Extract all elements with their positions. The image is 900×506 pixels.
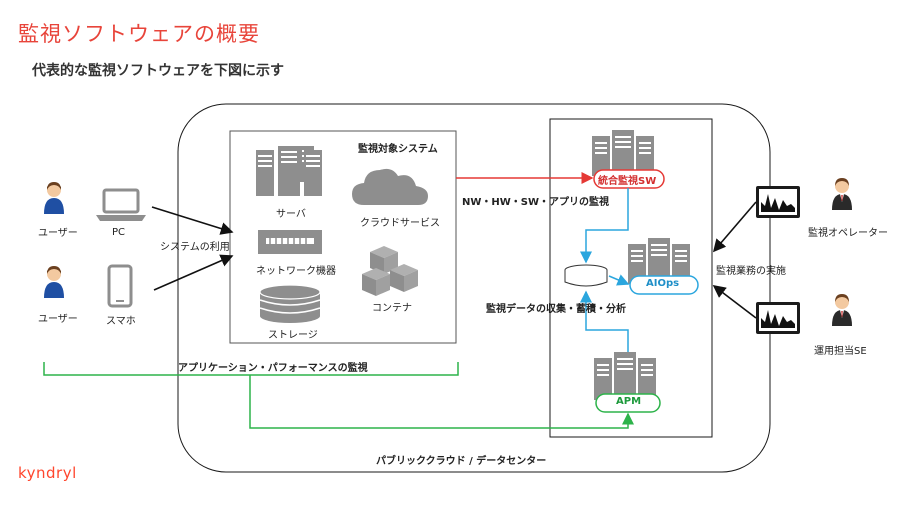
operator-to-aiops-arrow xyxy=(712,201,757,253)
container-label: コンテナ xyxy=(372,303,412,314)
user-icon-2 xyxy=(44,266,64,298)
storage-label: ストレージ xyxy=(268,330,318,341)
cloud-datacenter-label: パブリッククラウド / データセンター xyxy=(376,456,547,467)
access-label: システムの利用 xyxy=(160,242,230,253)
monitor-icon-se xyxy=(756,302,800,334)
aiops-label: AIOps xyxy=(646,278,680,289)
monitored-system-box xyxy=(229,130,457,344)
phone-label: スマホ xyxy=(106,316,136,327)
phone-to-system-arrow xyxy=(153,254,234,291)
aiops-server-icon xyxy=(628,238,690,284)
integrated-monitoring-badge xyxy=(593,169,665,189)
operator-label: 監視オペレーター xyxy=(808,228,888,239)
apm-badge xyxy=(595,393,661,413)
page-title: 監視ソフトウェアの概要 xyxy=(18,22,260,46)
user-icon-1 xyxy=(44,182,64,214)
database-icon xyxy=(564,264,608,287)
se-label: 運用担当SE xyxy=(814,346,867,357)
laptop-icon xyxy=(96,188,146,221)
storage-icon xyxy=(259,284,321,323)
se-icon xyxy=(832,294,852,326)
integrated-to-db-line xyxy=(580,188,629,264)
server-label: サーバ xyxy=(276,209,306,220)
aiops-badge xyxy=(629,275,699,295)
operations-label: 監視業務の実施 xyxy=(716,266,786,277)
cloud-service-label: クラウドサービス xyxy=(360,218,440,229)
apm-to-db-line xyxy=(580,290,629,352)
brand-logo: kyndryl xyxy=(18,464,77,482)
smartphone-icon xyxy=(107,264,133,308)
cloud-datacenter-area xyxy=(177,103,771,473)
pc-label: PC xyxy=(112,227,126,238)
apm-server-icon xyxy=(594,352,656,400)
user-label-2: ユーザー xyxy=(38,314,78,325)
server-icon xyxy=(256,146,322,196)
network-device-icon xyxy=(258,230,322,254)
container-icon xyxy=(362,246,418,296)
operator-icon xyxy=(832,178,852,210)
nw-monitoring-label: NW・HW・SW・アプリの監視 xyxy=(462,197,610,208)
user-label-1: ユーザー xyxy=(38,228,78,239)
apm-monitoring-label: アプリケーション・パフォーマンスの監視 xyxy=(178,363,368,374)
db-to-aiops-arrow xyxy=(608,274,630,286)
page-subtitle: 代表的な監視ソフトウェアを下図に示す xyxy=(32,63,284,79)
network-device-label: ネットワーク機器 xyxy=(256,266,336,277)
monitored-system-title: 監視対象システム xyxy=(358,144,438,155)
data-collection-label: 監視データの収集・蓄積・分析 xyxy=(486,304,626,315)
apm-bracket-line xyxy=(43,362,459,376)
se-to-aiops-arrow xyxy=(712,285,757,319)
pc-to-system-arrow xyxy=(151,206,234,235)
cloud-service-icon xyxy=(352,168,428,205)
monitor-icon-operator xyxy=(756,186,800,218)
monitoring-software-box xyxy=(549,118,713,438)
integrated-monitoring-server-icon xyxy=(592,130,654,176)
integrated-monitoring-label: 統合監視SW xyxy=(598,176,657,187)
apm-label: APM xyxy=(616,396,642,407)
apm-monitor-line xyxy=(249,375,634,429)
